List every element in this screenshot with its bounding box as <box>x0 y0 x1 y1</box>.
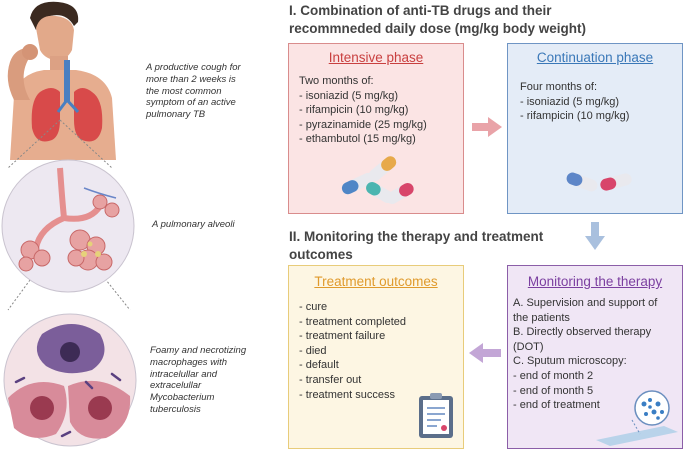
clipboard-icon <box>419 393 453 438</box>
intensive-phase-title: Intensive phase <box>328 50 424 65</box>
caption-cough: A productive cough for more than 2 weeks… <box>146 62 241 121</box>
treatment-outcomes-list: - cure - treatment completed - treatment… <box>299 301 406 401</box>
patient-coughing-illustration <box>7 1 116 160</box>
intensive-phase-box: Intensive phase Two months of: - isoniaz… <box>288 43 464 214</box>
monitoring-therapy-title: Monitoring the therapy <box>527 274 663 289</box>
capsules-icon <box>341 156 414 204</box>
microscope-slide-icon <box>596 390 678 446</box>
caption-macrophages: Foamy and necrotizing macrophages with i… <box>150 345 247 415</box>
arrow-to-outcomes <box>469 343 501 363</box>
caption-alveoli: A pulmonary alveoli <box>152 219 235 230</box>
section-2-heading: II. Monitoring the therapy and treatment… <box>289 229 544 262</box>
treatment-outcomes-title: Treatment outcomes <box>314 274 438 289</box>
continuation-phase-title: Continuation phase <box>536 50 654 65</box>
monitoring-therapy-list: A. Supervision and support of the patien… <box>513 297 658 412</box>
monitoring-therapy-box: Monitoring the therapy A. Supervision an… <box>507 265 683 449</box>
section-1-heading: I. Combination of anti-TB drugs and thei… <box>289 3 587 36</box>
continuation-phase-list: Four months of: - isoniazid (5 mg/kg) - … <box>520 81 630 123</box>
capsules-icon <box>566 172 632 192</box>
zoom-connector-lines <box>7 119 131 311</box>
continuation-phase-box: Continuation phase Four months of: - iso… <box>507 43 683 214</box>
arrow-to-continuation <box>472 117 502 137</box>
arrow-to-monitoring <box>585 222 605 250</box>
alveoli-illustration <box>1 159 135 293</box>
treatment-outcomes-box: Treatment outcomes - cure - treatment co… <box>288 265 464 449</box>
macrophages-illustration <box>3 313 137 447</box>
intensive-phase-list: Two months of: - isoniazid (5 mg/kg) - r… <box>299 75 427 146</box>
